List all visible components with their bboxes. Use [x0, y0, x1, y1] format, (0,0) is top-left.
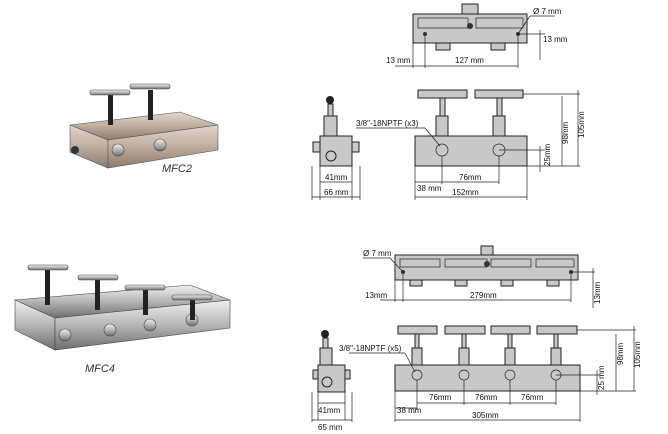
- dim-edge-offset: 13mm: [365, 291, 388, 300]
- dim-overall-height: 105mm: [633, 341, 642, 368]
- dim-port-spacing: 76mm: [475, 393, 498, 402]
- mfc4-end-view: [311, 330, 353, 422]
- dim-edge-offset: 13 mm: [386, 56, 411, 65]
- dim-body-width: 41mm: [318, 406, 341, 415]
- dim-first-port: 38 mm: [397, 406, 422, 415]
- port-note: 3/8"-18NPTF (x5): [339, 344, 402, 353]
- dim-overall-width: 65 mm: [318, 423, 343, 432]
- dim-hole-spacing: 127 mm: [455, 56, 484, 65]
- dim-overall-height: 105mm: [577, 111, 586, 138]
- dim-length: 152mm: [452, 188, 479, 197]
- dim-port-spacing: 76mm: [429, 393, 452, 402]
- dim-port-height: 25 mm: [597, 365, 606, 390]
- mfc2-side-view: [356, 89, 580, 200]
- dim-edge-vertical: 13 mm: [543, 35, 568, 44]
- mfc2-end-view: [311, 96, 361, 200]
- model-label-mfc4: MFC4: [85, 363, 115, 375]
- mfc2-photo: [69, 83, 219, 169]
- dim-edge-vertical: 13mm: [593, 281, 602, 304]
- dim-first-port: 38 mm: [417, 184, 442, 193]
- dim-valve-height: 98mm: [561, 121, 570, 144]
- mfc2-top-view: [395, 3, 555, 68]
- dim-hole-dia: Ø 7 mm: [363, 249, 392, 258]
- model-label-mfc2: MFC2: [162, 163, 192, 175]
- dim-overall-width: 66 mm: [324, 188, 349, 197]
- mfc4-top-view: [363, 245, 595, 308]
- dim-hole-spacing: 279mm: [470, 291, 497, 300]
- dim-length: 305mm: [472, 411, 499, 420]
- port-note: 3/8"-18NPTF (x3): [356, 119, 419, 128]
- dim-port-spacing: 76mm: [459, 173, 482, 182]
- dim-valve-height: 98mm: [616, 342, 625, 365]
- dim-port-spacing: 76mm: [521, 393, 544, 402]
- dim-port-height: 25mm: [543, 143, 552, 166]
- mfc4-side-view: [349, 325, 636, 422]
- dim-body-width: 41mm: [325, 173, 348, 182]
- mfc4-photo: [13, 264, 231, 351]
- dim-hole-dia: Ø 7 mm: [533, 7, 562, 16]
